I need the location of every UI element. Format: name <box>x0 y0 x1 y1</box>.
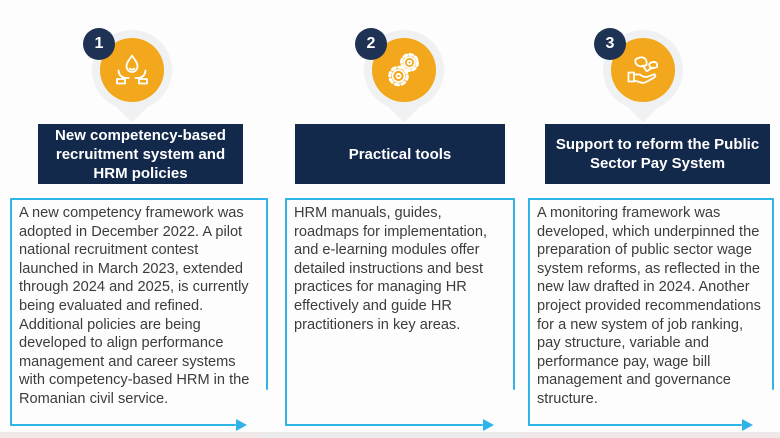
box-border-left <box>10 198 12 426</box>
column-1-body-box: A new competency framework was adopted i… <box>10 198 268 431</box>
flow-arrow <box>10 419 247 431</box>
box-border-right <box>772 198 774 390</box>
strip-segment <box>520 432 780 438</box>
box-border-top <box>10 198 268 200</box>
icon-circle-3 <box>611 38 675 102</box>
column-3-description: A monitoring framework was developed, wh… <box>537 205 761 407</box>
step-number: 3 <box>605 35 615 52</box>
column-2-header: Practical tools <box>295 124 505 184</box>
column-1-title: New competency-based recruitment system … <box>55 126 226 182</box>
column-1-description: A new competency framework was adopted i… <box>19 205 250 407</box>
step-number-badge: 1 <box>83 28 115 60</box>
column-1-header: New competency-based recruitment system … <box>38 124 243 184</box>
step-number: 2 <box>366 35 376 52</box>
column-practical-tools: 2 Practical tools HRM manuals, guides, r… <box>275 0 520 438</box>
column-recruitment: 1 New competency-based recruitment syste… <box>0 0 278 438</box>
box-border-left <box>528 198 530 426</box>
column-3-header: Support to reform the Public Sector Pay … <box>545 124 770 184</box>
column-2-body-box: HRM manuals, guides, roadmaps for implem… <box>285 198 515 431</box>
column-2-title: Practical tools <box>348 145 452 163</box>
column-3-title: Support to reform the Public Sector Pay … <box>555 136 760 172</box>
column-2-description: HRM manuals, guides, roadmaps for implem… <box>294 205 488 333</box>
box-border-top <box>285 198 515 200</box>
box-border-top <box>528 198 774 200</box>
icon-cluster-1: 1 <box>80 18 204 123</box>
step-number: 1 <box>94 35 104 52</box>
column-pay-system: 3 Support to reform the Public Sector Pa… <box>518 0 780 438</box>
gears-icon <box>388 53 419 87</box>
step-number-badge: 2 <box>355 28 387 60</box>
flow-arrow <box>528 419 753 431</box>
icon-cluster-3: 3 <box>591 18 715 123</box>
icon-cluster-2: 2 <box>352 18 476 123</box>
column-3-body-box: A monitoring framework was developed, wh… <box>528 198 774 431</box>
box-border-right <box>266 198 268 390</box>
bottom-cutoff-strip <box>0 432 780 438</box>
strip-segment <box>260 432 520 438</box>
strip-segment <box>0 432 260 438</box>
hands-water-drop-icon <box>116 54 148 85</box>
hand-leaves-icon <box>627 56 659 84</box>
flow-arrow <box>285 419 494 431</box>
box-border-right <box>513 198 515 390</box>
step-number-badge: 3 <box>594 28 626 60</box>
box-border-left <box>285 198 287 426</box>
